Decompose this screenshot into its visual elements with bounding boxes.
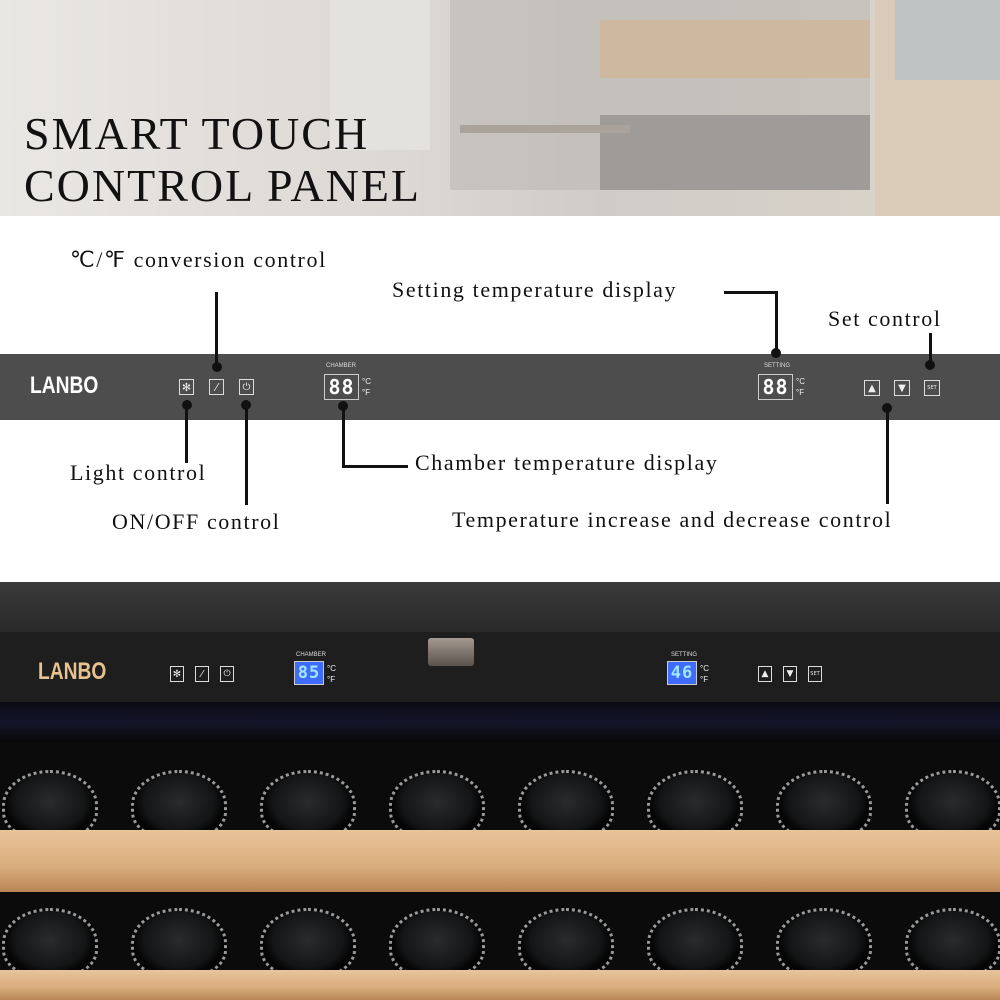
unit-indicators: °C °F [362, 376, 371, 398]
setting-display: 88 [758, 374, 793, 400]
unit-f: °F [327, 675, 336, 684]
fridge-control-panel: LANBO ✻ ⁄ ⏻ CHAMBER 85 °C °F SETTING 46 °… [0, 632, 1000, 702]
conversion-callout: ℃/℉ conversion control [70, 247, 327, 272]
temperature-unit-icon: ⁄ [215, 380, 218, 394]
unit-indicators: °C °F [327, 663, 336, 685]
unit-conversion-button[interactable]: ⁄ [209, 379, 224, 395]
callout-dot [338, 401, 348, 411]
chamber-display: 88 [324, 374, 359, 400]
power-button[interactable]: ⏻ [220, 666, 234, 682]
unit-indicators-setting: °C °F [700, 663, 709, 685]
unit-c: °C [700, 664, 709, 673]
light-button[interactable]: ✻ [179, 379, 194, 395]
wine-bottle [389, 770, 485, 840]
callout-dot [882, 403, 892, 413]
callout-dot [212, 362, 222, 372]
callout-line [886, 408, 889, 504]
light-callout: Light control [70, 460, 207, 485]
wine-bottle [776, 908, 872, 978]
brand-logo: LANBO [38, 658, 107, 685]
onoff-callout: ON/OFF control [112, 509, 281, 534]
power-icon: ⏻ [223, 669, 231, 679]
temperature-unit-icon: ⁄ [201, 668, 203, 680]
setting-label: SETTING [764, 363, 791, 369]
callout-line [724, 291, 778, 294]
wine-bottle [518, 908, 614, 978]
callout-line [929, 333, 932, 365]
wine-bottle [389, 908, 485, 978]
title-line-1: SMART TOUCH [24, 108, 370, 159]
unit-conversion-button[interactable]: ⁄ [195, 666, 209, 682]
up-arrow-icon: ▲ [761, 669, 769, 679]
wine-bottle [647, 908, 743, 978]
callout-line [775, 291, 778, 353]
unit-c: °C [796, 377, 805, 386]
decrease-button[interactable]: ▼ [783, 666, 797, 682]
down-arrow-icon: ▼ [786, 669, 794, 679]
light-icon: ✻ [172, 668, 182, 680]
page-title: SMART TOUCH CONTROL PANEL [24, 108, 421, 212]
wooden-shelf [0, 970, 1000, 1000]
wooden-shelf [0, 830, 1000, 892]
callout-dot [182, 400, 192, 410]
wine-bottle [905, 770, 1000, 840]
down-arrow-icon: ▼ [898, 382, 906, 394]
setting-display-callout: Setting temperature display [392, 277, 678, 302]
title-line-2: CONTROL PANEL [24, 160, 422, 211]
callout-dot [925, 360, 935, 370]
unit-indicators-setting: °C °F [796, 376, 805, 398]
callout-dot [771, 348, 781, 358]
set-button[interactable]: SET [924, 380, 940, 396]
callout-line [342, 465, 408, 468]
brand-logo: LANBO [30, 372, 99, 399]
callout-line [215, 292, 218, 368]
decrease-button[interactable]: ▼ [894, 380, 910, 396]
unit-c: °C [327, 664, 336, 673]
unit-f: °F [796, 388, 805, 397]
unit-c: °C [362, 377, 371, 386]
wine-bottle [260, 908, 356, 978]
set-callout: Set control [828, 306, 942, 331]
diagram-control-panel: LANBO ✻ ⁄ ⏻ CHAMBER 88 °C °F SETTING 88 °… [0, 354, 1000, 420]
chamber-display-callout: Chamber temperature display [415, 450, 719, 475]
wine-bottle [2, 908, 98, 978]
increase-decrease-callout: Temperature increase and decrease contro… [452, 507, 893, 532]
wine-fridge-photo: LANBO ✻ ⁄ ⏻ CHAMBER 85 °C °F SETTING 46 °… [0, 582, 1000, 1000]
increase-button[interactable]: ▲ [758, 666, 772, 682]
lock-hinge [428, 638, 474, 666]
set-button[interactable]: SET [808, 666, 822, 682]
increase-button[interactable]: ▲ [864, 380, 880, 396]
chamber-label: CHAMBER [326, 363, 357, 369]
power-button[interactable]: ⏻ [239, 379, 254, 395]
chamber-label: CHAMBER [296, 652, 327, 658]
callout-dot [241, 400, 251, 410]
unit-f: °F [362, 388, 371, 397]
wine-bottle [905, 908, 1000, 978]
wine-bottle [131, 770, 227, 840]
wine-bottle [131, 908, 227, 978]
callout-line [342, 405, 345, 468]
wine-bottle [647, 770, 743, 840]
chamber-display: 85 [294, 661, 324, 685]
setting-label: SETTING [671, 652, 698, 658]
setting-display: 46 [667, 661, 697, 685]
kitchen-banner-photo [0, 0, 1000, 216]
up-arrow-icon: ▲ [868, 382, 876, 394]
callout-line [185, 405, 188, 463]
light-button[interactable]: ✻ [170, 666, 184, 682]
wine-bottle [260, 770, 356, 840]
unit-f: °F [700, 675, 709, 684]
power-icon: ⏻ [242, 381, 251, 393]
light-icon: ✻ [181, 380, 192, 394]
callout-line [245, 405, 248, 505]
